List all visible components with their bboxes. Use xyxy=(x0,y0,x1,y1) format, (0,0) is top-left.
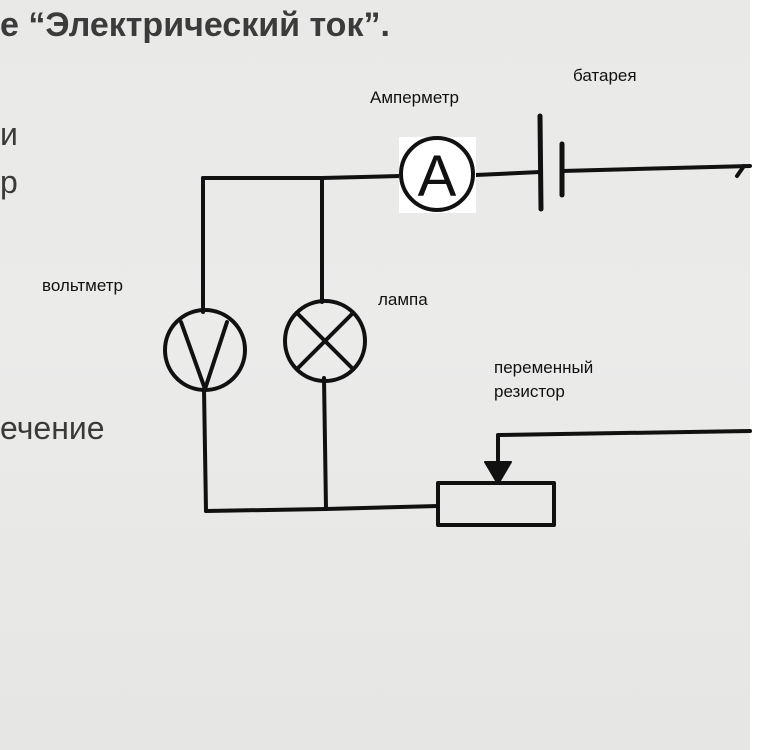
ammeter-label: Амперметр xyxy=(370,88,459,107)
wire-ammeter-to-battery xyxy=(474,170,542,177)
resistor-label-line-1: переменный xyxy=(494,358,594,377)
ammeter-letter: A xyxy=(418,144,457,209)
background-text-fragment: и xyxy=(0,116,18,152)
wire-top-to-ammeter xyxy=(320,174,402,180)
wire-end-tick xyxy=(735,164,746,178)
white-margin-strip xyxy=(750,0,768,750)
wire-voltmeter-bottom xyxy=(202,387,208,513)
wire-lamp-bottom xyxy=(322,376,328,511)
ammeter-symbol: A xyxy=(399,136,475,212)
variable-resistor-symbol xyxy=(436,461,556,527)
battery-label: батарея xyxy=(573,66,637,85)
resistor-slider-arrow xyxy=(484,461,512,485)
resistor-label-line-2: резистор xyxy=(494,382,565,401)
battery-long-plate xyxy=(537,113,544,212)
background-heading: е “Электрический ток”. xyxy=(0,6,390,44)
wire-bottom-left xyxy=(204,507,328,513)
wire-to-resistor xyxy=(324,504,440,511)
background-text-fragment: ечение xyxy=(0,410,105,446)
wire-battery-right xyxy=(560,164,752,173)
background-text-fragment: р xyxy=(0,164,18,200)
lamp-label: лампа xyxy=(378,290,428,309)
lamp-symbol xyxy=(283,299,367,383)
resistor-slider-wire xyxy=(496,429,752,477)
voltmeter-symbol xyxy=(163,308,247,396)
voltmeter-label: вольтметр xyxy=(42,276,123,295)
